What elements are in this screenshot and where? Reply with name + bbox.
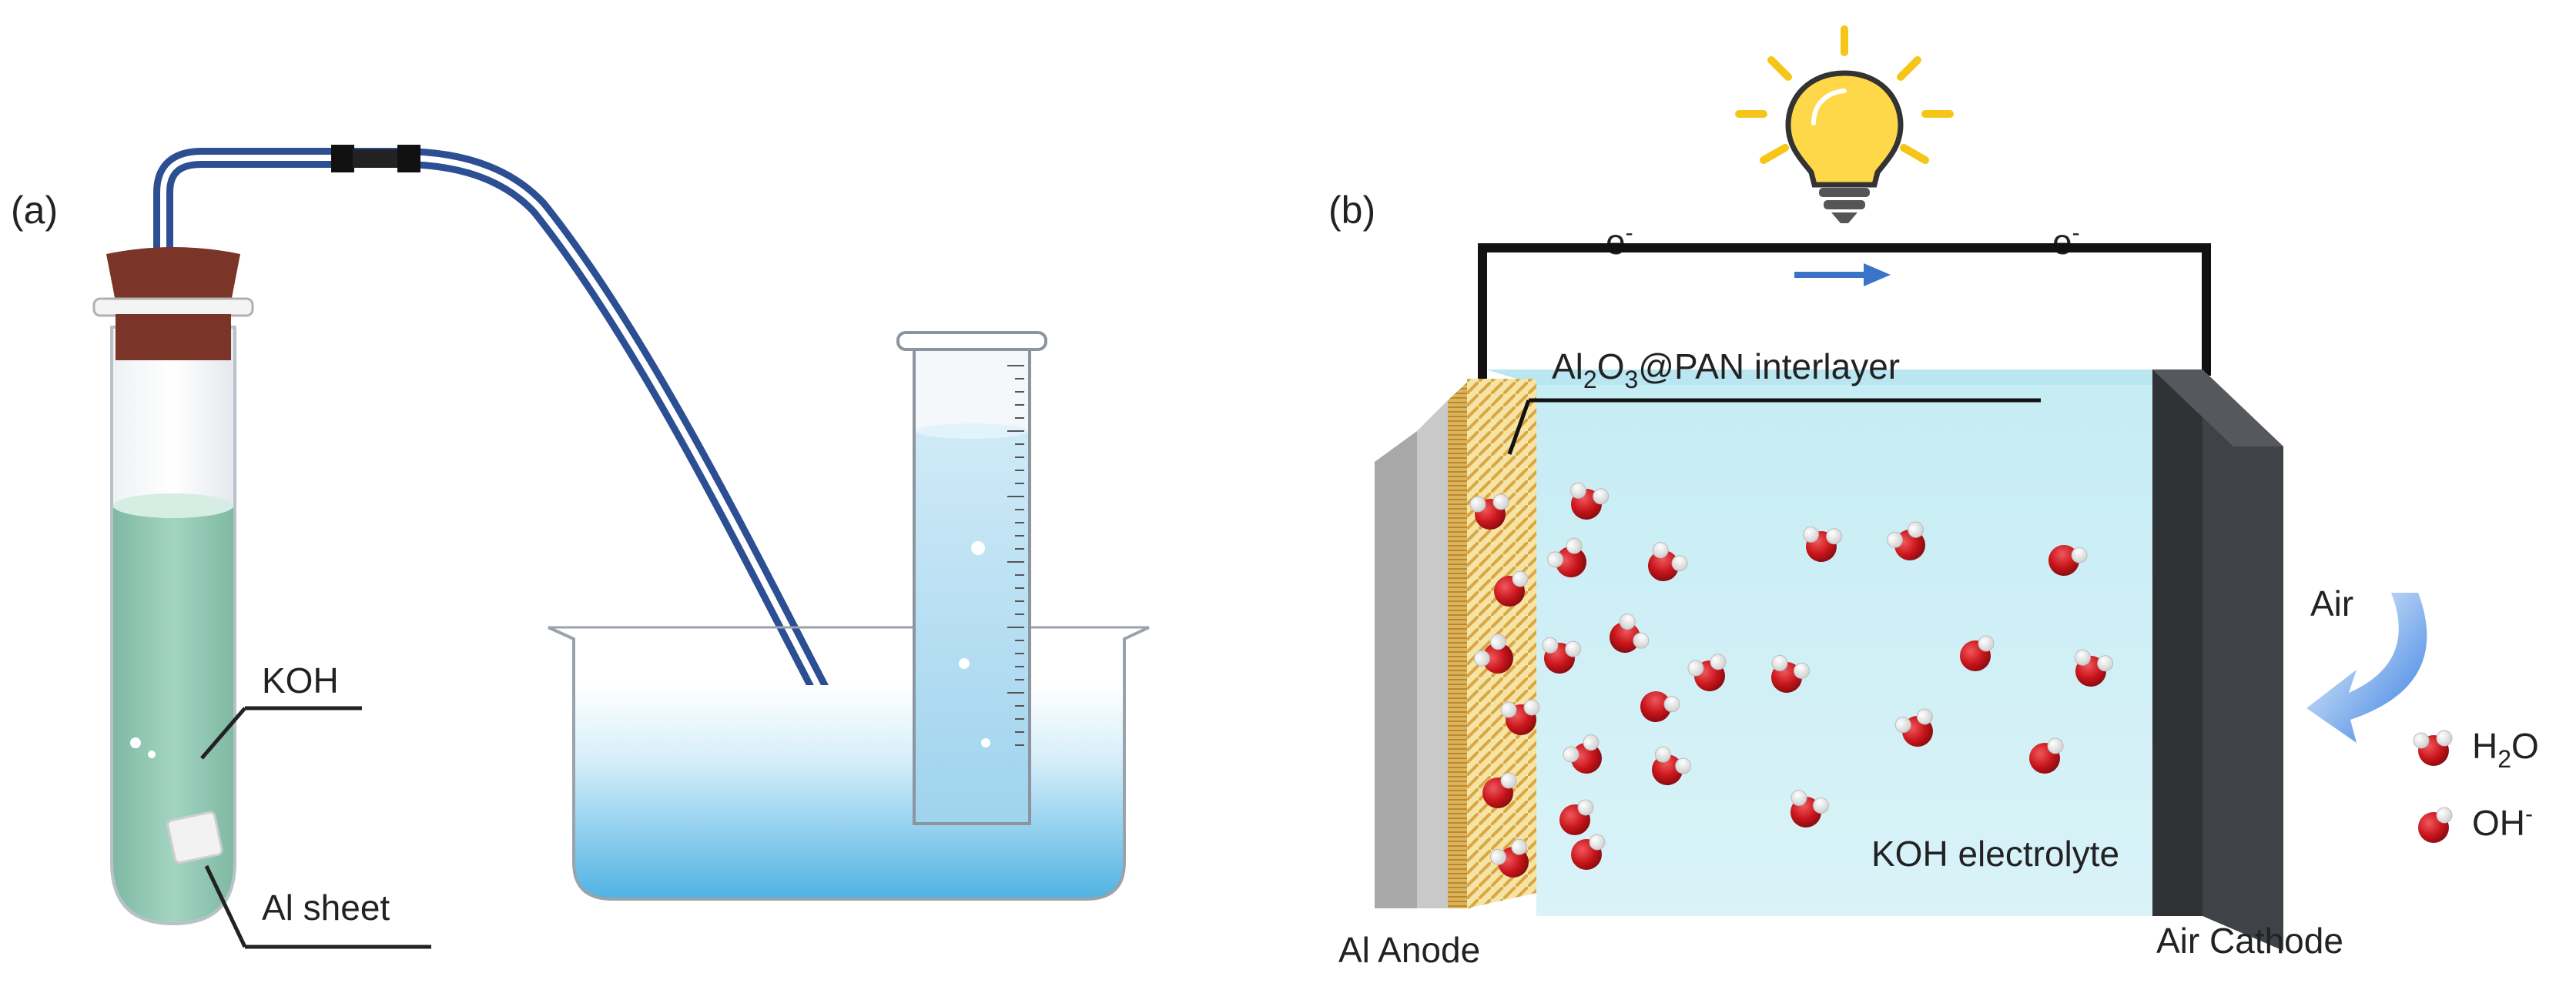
koh-leader-line <box>200 707 246 760</box>
electron-right-label: e- <box>2052 220 2080 262</box>
water-molecule <box>1894 708 1933 747</box>
water-beaker <box>548 626 1150 901</box>
water-molecule <box>1803 526 1843 562</box>
air-label: Air <box>2310 583 2353 624</box>
koh-solution <box>113 497 233 922</box>
anode-label: Al Anode <box>1338 930 1480 970</box>
external-circuit-wire <box>1478 243 2211 381</box>
cathode-label: Air Cathode <box>2156 921 2343 961</box>
tube-connector <box>331 145 420 172</box>
molecules-layer <box>1469 482 2114 878</box>
water-molecule <box>1569 482 1610 520</box>
hydroxide-ion <box>1571 834 1606 870</box>
hydroxide-ion <box>1960 635 1995 671</box>
koh-electrolyte-label: KOH electrolyte <box>1871 834 2119 874</box>
water-molecule <box>1469 493 1509 530</box>
water-molecule <box>1542 637 1582 674</box>
legend: H2O OH- <box>2413 726 2539 843</box>
water-molecule <box>1790 789 1829 828</box>
hydroxide-ion <box>1482 772 1517 808</box>
al-sheet-label: Al sheet <box>262 888 390 928</box>
legend-hydroxide-icon <box>2418 807 2453 843</box>
water-molecule <box>1473 634 1513 674</box>
water-molecule <box>1887 521 1925 560</box>
legend-water-icon <box>2413 730 2453 766</box>
hydroxide-ion-icon <box>2418 807 2453 843</box>
water-molecule <box>1771 654 1810 693</box>
water-molecule-icon <box>2413 730 2453 766</box>
electrolyte-cell <box>1486 369 2202 916</box>
aluminum-sheet <box>166 811 223 864</box>
test-tube <box>110 326 236 926</box>
hydroxide-ion <box>2029 737 2064 774</box>
hydroxide-ion <box>1559 799 1594 835</box>
water-molecule <box>1547 537 1586 577</box>
water-molecule <box>1687 654 1727 691</box>
rubber-stopper <box>92 247 254 360</box>
light-bulb-icon <box>1735 25 1954 223</box>
al-sheet-leader-line <box>204 864 247 948</box>
water-molecule <box>1563 734 1602 774</box>
water-molecule <box>2074 649 2114 687</box>
electron-left-label: e- <box>1606 220 1633 262</box>
water-molecule <box>1500 699 1540 735</box>
interlayer-label: Al2O3@PAN interlayer <box>1552 346 1900 393</box>
water-molecule <box>1648 542 1688 581</box>
panel-b-label: (b) <box>1328 189 1375 232</box>
koh-label: KOH <box>262 660 339 700</box>
hydroxide-ion <box>1494 570 1529 607</box>
water-molecule <box>1652 746 1692 785</box>
electron-flow-arrow-icon <box>1794 263 1891 286</box>
panel-a-label: (a) <box>11 189 58 232</box>
legend-hydroxide-label: OH- <box>2472 801 2533 843</box>
legend-water-label: H2O <box>2472 726 2539 773</box>
air-cathode <box>2152 369 2283 951</box>
water-molecule <box>1490 838 1529 878</box>
air-arrow-icon <box>2306 593 2427 743</box>
water-molecule <box>1610 614 1650 653</box>
graduated-cylinder <box>896 331 1047 825</box>
hydroxide-ion <box>1640 691 1680 722</box>
aluminum-anode <box>1375 379 1471 908</box>
hydroxide-ion <box>2048 545 2088 576</box>
